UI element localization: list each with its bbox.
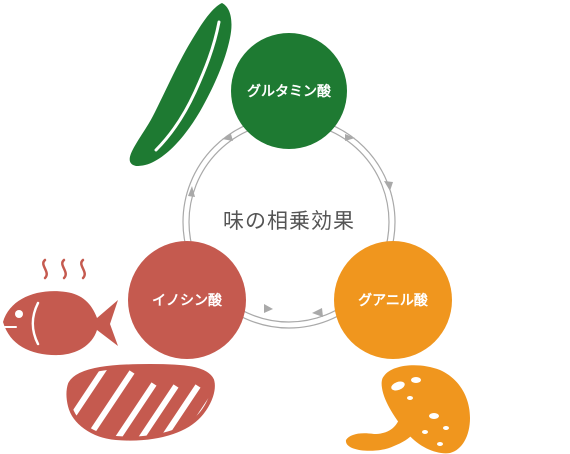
arrow-top-left — [222, 134, 233, 141]
edamame-pod-icon — [129, 3, 232, 166]
fish-icon — [3, 291, 118, 356]
node-guanylate-circle — [334, 241, 452, 359]
shiitake-mushroom-icon — [345, 365, 470, 454]
arrow-left-up — [188, 186, 195, 197]
arrow-top-right — [345, 134, 355, 141]
arrow-bottom-left — [264, 304, 273, 313]
node-inosinate: イノシン酸 — [128, 241, 246, 359]
node-guanylate-label: グアニル酸 — [358, 292, 429, 309]
steam-icon — [42, 258, 86, 280]
ring-arrows — [188, 134, 393, 317]
node-guanylate: グアニル酸 — [334, 241, 452, 359]
arrow-bottom-right — [312, 308, 323, 317]
node-glutamate-label: グルタミン酸 — [247, 83, 332, 100]
node-inosinate-label: イノシン酸 — [152, 292, 223, 309]
node-glutamate: グルタミン酸 — [231, 33, 347, 149]
center-title: 味の相乗効果 — [223, 209, 355, 233]
meat-steak-icon — [66, 363, 215, 441]
node-inosinate-circle — [128, 241, 246, 359]
node-glutamate-circle — [231, 33, 347, 149]
arrow-right-down — [384, 181, 393, 191]
